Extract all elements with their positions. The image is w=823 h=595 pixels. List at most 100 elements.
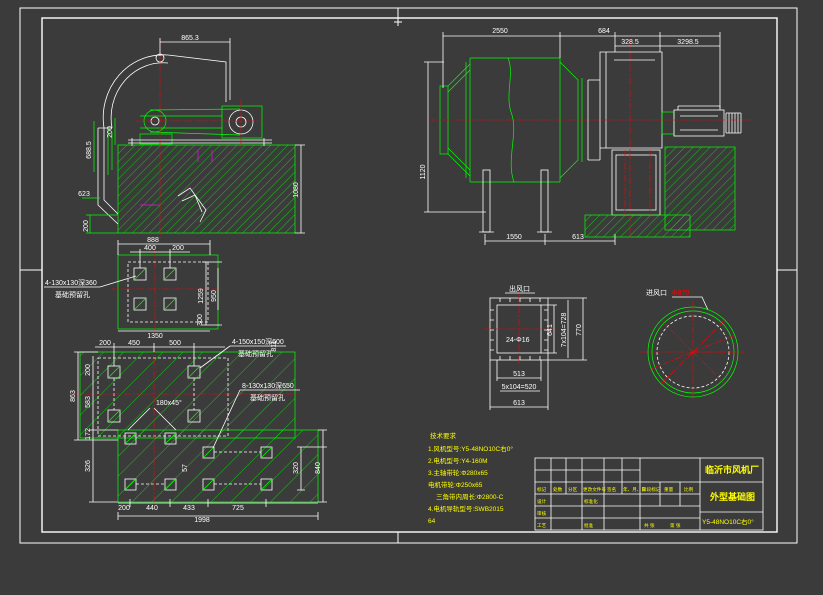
bearing-pedestal	[139, 133, 173, 145]
front-connector-length-dim: 684	[598, 28, 610, 35]
volute-inner-arc	[110, 62, 169, 129]
notes-line: 4.电机导轨型号:SWB2015	[428, 504, 504, 513]
inlet-diameter: Φ870	[672, 290, 689, 297]
outlet-bolt-pitch-horizontal: 5x104=520	[502, 384, 537, 391]
anchor-hole	[164, 432, 177, 445]
small-length-dim: 1350	[147, 333, 163, 340]
title-label-process: 工艺	[537, 523, 547, 528]
large-bottom-dim: 433	[183, 505, 195, 512]
large-plan-center-lines	[74, 346, 300, 508]
small-hole-spec: 4-130x130深360	[45, 278, 97, 287]
front-shaft-offset-dim: 328.5	[621, 39, 639, 46]
inlet-duct	[97, 127, 119, 225]
title-block: 临沂市风机厂 外型基础图 Y5-48NO10C右0° 标记 处数 分区 更改文件…	[534, 457, 764, 531]
front-view: 2550 684 328.5 3298.5 1120 1550 613	[420, 28, 750, 245]
title-label-signature: 签名	[607, 486, 616, 493]
large-bottom-dim: 440	[146, 505, 158, 512]
upper-offset-dim: 811	[271, 340, 278, 351]
large-overall-length-dim: 1998	[194, 517, 210, 524]
notes-line: 3.主轴带轮:Φ280x65	[428, 468, 488, 477]
inlet-flange-view: 进风口 Φ870	[640, 289, 746, 402]
lower-hole-note: 基础预留孔	[250, 393, 285, 402]
small-foundation-dashed	[127, 261, 209, 323]
side-center-lines	[135, 40, 262, 238]
outlet-flange-view: 出风口 24-Φ16 641 7x104=728 770 513 5x104=5…	[484, 284, 587, 410]
front-motor-offset-dim: 3298.5	[677, 39, 699, 46]
side-inlet-height-dim: 623	[78, 191, 90, 198]
side-base-depth-dim: 200	[83, 220, 90, 232]
small-hole-leader	[44, 275, 137, 288]
side-foundation-height-dim: 1080	[293, 182, 300, 198]
title-label-review: 审核	[537, 510, 547, 517]
notes-line: 电机带轮:Φ250x65	[428, 480, 483, 489]
large-left-dim: 172	[85, 428, 92, 440]
small-hole-spacing-dim: 400	[144, 245, 156, 252]
title-label-date: 年、月、日	[623, 486, 646, 493]
notes-line: 64	[428, 518, 436, 525]
anchor-hole	[163, 297, 177, 311]
small-overall-width-dim: 888	[147, 237, 159, 244]
front-center-lines	[430, 40, 750, 240]
large-top-dim: 200	[99, 340, 111, 347]
large-top-dim: 450	[128, 340, 140, 347]
small-plan-center-lines	[112, 250, 222, 334]
chamfer-lines	[127, 407, 177, 431]
anchor-hole	[164, 478, 177, 491]
anchor-hole	[202, 446, 215, 459]
inlet-center-lines	[640, 302, 746, 402]
outlet-right-dims	[541, 297, 587, 361]
outlet-bolt-pitch-vertical: 7x104=728	[561, 312, 568, 347]
small-hole-depth-spacing-dim: 950	[211, 290, 218, 302]
side-view: 865.3 200 688.5 623 200 1080	[78, 35, 305, 238]
front-support-spacing-dim: 1550	[506, 234, 522, 241]
small-plan-top-dims	[117, 240, 211, 268]
title-label-zone: 分区	[568, 486, 578, 493]
chamfer-note: 180x45°	[156, 399, 182, 407]
shaft-housing	[673, 109, 725, 137]
side-width-dim: 865.3	[181, 35, 199, 42]
title-label-design: 设计	[537, 498, 547, 505]
large-bottom-dim: 200	[118, 505, 130, 512]
front-bottom-dim-line	[484, 234, 616, 245]
upper-hole-spec: 4-150x150深600	[232, 337, 284, 346]
outlet-outer-width-dim: 613	[513, 400, 525, 407]
coupling	[725, 112, 742, 134]
small-hole-note: 基础预留孔	[55, 290, 90, 299]
title-label-stage-mark: 阶段标记	[642, 486, 661, 493]
outlet-bolts: 24-Φ16	[506, 337, 530, 344]
sheet-inner-border	[41, 17, 778, 533]
anchor-hole	[260, 478, 273, 491]
side-guard-height-dim: 200	[107, 126, 114, 138]
large-bottom-dim: 725	[232, 505, 244, 512]
motor-frame	[221, 105, 263, 139]
outlet-inner-width-dim: 513	[513, 371, 525, 378]
title-label-count: 处数	[553, 486, 563, 493]
base-frame	[128, 138, 272, 146]
front-support-offset-dim: 613	[572, 234, 584, 241]
sheet-outer-border	[19, 7, 798, 544]
front-center-height-dim: 1120	[420, 164, 427, 179]
side-width-dim-line	[159, 38, 231, 100]
inlet-cone	[447, 63, 471, 177]
title-label-sheet-no: 第 张	[670, 522, 681, 529]
large-left-dim: 583	[85, 396, 92, 408]
large-left-dim-lines	[74, 351, 118, 503]
fan-housing	[587, 51, 663, 161]
outlet-center-lines	[484, 294, 556, 366]
large-foundation-lower	[117, 429, 319, 503]
anchor-hole	[133, 297, 147, 311]
front-body-length-dim: 2550	[492, 28, 508, 35]
large-foundation-plan: 200 450 500 200 583 863 172 326 200 440 …	[70, 337, 327, 524]
large-right-dim: 320	[293, 462, 300, 474]
front-left-dim-line	[424, 61, 486, 213]
side-center-height-dim: 688.5	[86, 141, 93, 159]
title-label-scale: 比例	[684, 486, 694, 493]
side-right-dim-line	[295, 144, 305, 234]
small-foundation-plan: 888 400 200 1259 950 300 1350 4-130x130深…	[44, 237, 222, 340]
anchor-hole	[124, 478, 137, 491]
large-left-dim: 200	[85, 364, 92, 376]
outlet-inner-height-dim: 641	[547, 324, 554, 336]
small-hole-edge-dim: 200	[172, 245, 184, 252]
notes-line: 1.风机型号:Y5-48NO10C右0°	[428, 444, 513, 453]
